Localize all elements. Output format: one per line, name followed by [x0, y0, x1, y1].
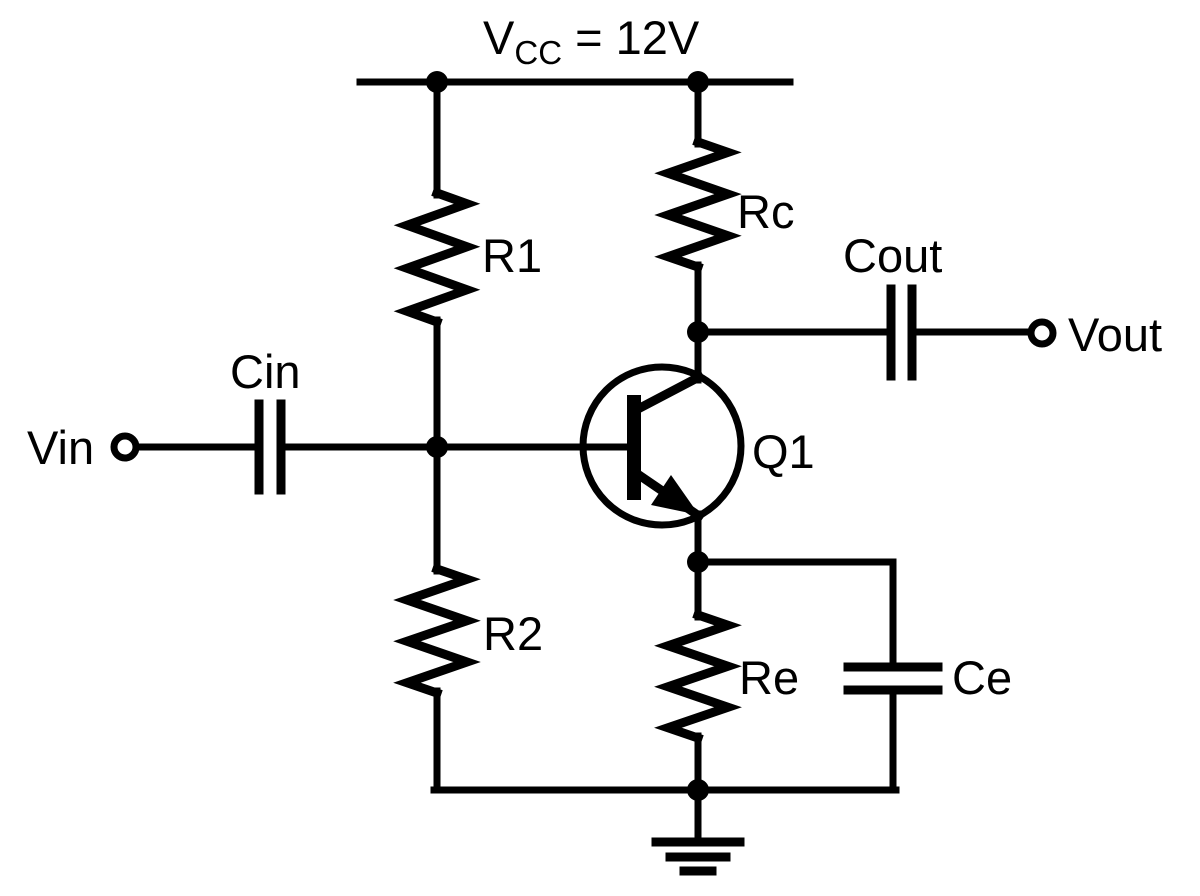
- rc-label: Rc: [737, 185, 794, 238]
- vcc-label: VCC = 12V: [483, 11, 700, 71]
- transistor-collector-lead: [629, 370, 706, 417]
- wire-emitter-to-ce: [694, 558, 897, 667]
- transistor-body-circle: [579, 363, 745, 529]
- resistor-r1: R1: [393, 78, 542, 451]
- output-network: Vout Cout: [694, 229, 1162, 381]
- vout-label: Vout: [1068, 308, 1162, 361]
- r2-label: R2: [483, 607, 543, 660]
- vcc-label-subscript: CC: [514, 34, 562, 71]
- emitter-network: Re Ce: [654, 551, 1012, 794]
- ground-icon: [651, 837, 745, 876]
- ground-network: [430, 779, 900, 876]
- r1-label: R1: [482, 229, 542, 282]
- cout-label: Cout: [843, 229, 942, 282]
- resistor-r2: R2: [393, 443, 543, 794]
- vin-label: Vin: [27, 421, 94, 474]
- resistor-r2-zigzag: [393, 563, 481, 699]
- cin-label: Cin: [230, 345, 301, 398]
- junction-dot-base: [426, 436, 448, 458]
- vin-terminal: [110, 432, 140, 462]
- resistor-re-zigzag: [654, 609, 742, 744]
- vcc-label-value: = 12V: [562, 11, 700, 64]
- vcc-label-v: V: [483, 11, 515, 64]
- resistor-r1-zigzag: [393, 187, 481, 328]
- ce-label: Ce: [952, 651, 1012, 704]
- input-network: Vin Cin: [27, 345, 631, 495]
- re-label: Re: [739, 651, 799, 704]
- vcc-rail: VCC = 12V: [356, 11, 794, 93]
- emitter-arrow-icon: [651, 475, 699, 515]
- vout-terminal: [1027, 318, 1057, 348]
- resistor-rc-zigzag: [654, 136, 742, 273]
- transistor-q1: Q1: [579, 328, 815, 566]
- q1-label: Q1: [752, 425, 815, 478]
- resistor-rc: Rc: [654, 78, 794, 343]
